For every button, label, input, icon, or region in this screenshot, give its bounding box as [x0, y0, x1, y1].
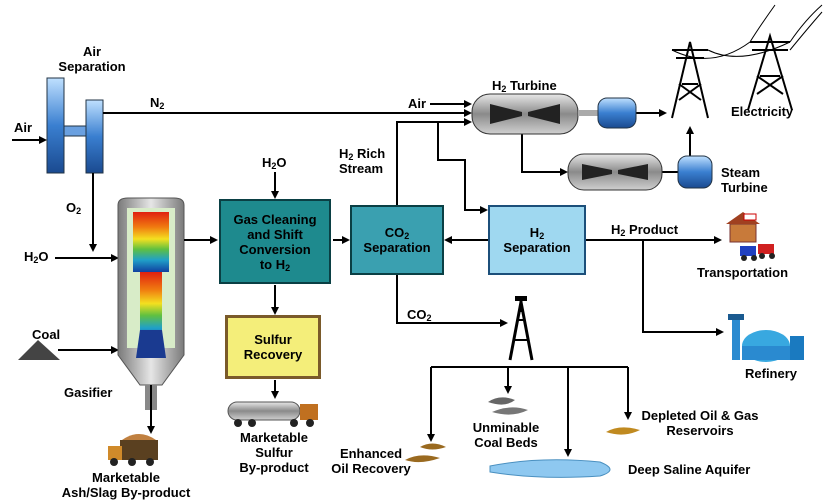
h2o-gasifier-label: H2O [24, 249, 49, 265]
co2-sep-label2: Separation [363, 240, 431, 255]
n2-label: N2 [150, 95, 165, 111]
coal-label: Coal [32, 327, 61, 342]
electricity-label: Electricity [731, 104, 794, 119]
saline-aquifer-icon [489, 459, 611, 478]
gas-cleaning-line3: Conversion [239, 241, 311, 257]
co2-sep-subscript: 2 [404, 231, 410, 241]
sulfur-tanker-icon [227, 401, 318, 427]
depleted-reservoir-icon [606, 427, 640, 435]
ash-truck-icon [108, 434, 158, 466]
coal-pile-icon [18, 340, 60, 360]
h2o-shift-label: H2O [262, 155, 287, 171]
oil-reservoir-icon [420, 443, 446, 450]
sulfur-recovery-line1: Sulfur [254, 332, 292, 347]
co2-sep-label: CO [384, 225, 405, 240]
gas-cleaning-line1: Gas Cleaning [233, 211, 317, 227]
gasifier-icon [117, 197, 185, 410]
h2-turbine-icon [471, 93, 637, 135]
air-turbine-label: Air [408, 96, 427, 111]
gas-cleaning-subscript: 2 [285, 262, 291, 273]
wellhead-icon [508, 296, 534, 361]
gas-cleaning-line2: and Shift [247, 226, 303, 242]
h2-sep-label: H [529, 225, 540, 240]
co2-storage-label: CO2 [407, 307, 432, 323]
power-pylons-icon [671, 4, 823, 119]
refinery-label: Refinery [745, 366, 798, 381]
gas-cleaning-line4: to H [259, 256, 286, 272]
o2-label: O2 [66, 200, 82, 216]
h2-turbine-label: H2 Turbine [492, 78, 557, 94]
air-separation-unit-icon [46, 77, 104, 174]
transportation-icon [726, 212, 775, 261]
transportation-label: Transportation [697, 265, 789, 280]
steam-turbine-icon [567, 153, 713, 191]
sulfur-recovery-line2: Recovery [243, 347, 303, 362]
gasifier-label: Gasifier [64, 385, 113, 400]
h2-sep-label2: Separation [503, 240, 571, 255]
saline-aquifer-label: Deep Saline Aquifer [628, 462, 751, 477]
air-inlet-label: Air [14, 120, 33, 135]
refinery-icon [728, 314, 804, 362]
coal-beds-icon [488, 397, 528, 415]
h2-sep-subscript: 2 [539, 231, 545, 241]
h2-product-label: H2 Product [611, 222, 679, 238]
